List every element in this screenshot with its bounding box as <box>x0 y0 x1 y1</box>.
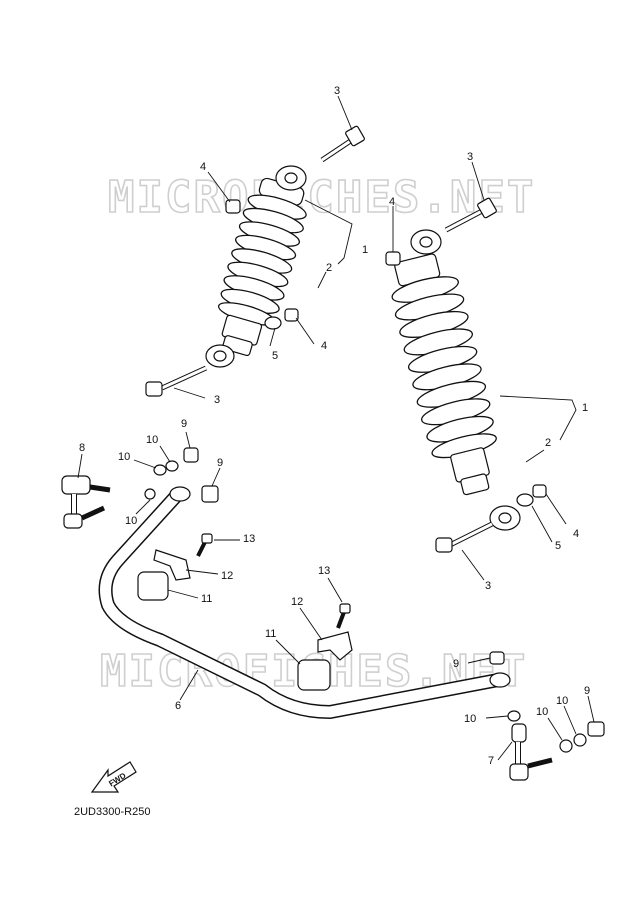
collar-left <box>264 316 282 330</box>
washer-10-left-b <box>165 460 179 472</box>
callout-1-left: 1 <box>362 244 368 256</box>
washer-10-left-a <box>153 464 167 476</box>
nut-right-lower <box>532 484 547 498</box>
callout-4-mid-left: 4 <box>321 340 327 352</box>
callout-5-right: 5 <box>555 540 561 552</box>
callout-9-right: 9 <box>453 658 459 670</box>
callout-2-right: 2 <box>545 437 551 449</box>
callout-8: 8 <box>79 442 85 454</box>
callout-12-left: 12 <box>221 570 233 582</box>
callout-7: 7 <box>488 755 494 767</box>
washer-10-right-c <box>573 733 587 747</box>
callout-4-top-left: 4 <box>200 161 206 173</box>
callout-11-right: 11 <box>265 628 276 640</box>
watermark-top: MICROFICHES.NET <box>108 172 535 223</box>
leader-lines <box>77 95 595 761</box>
bushing-right <box>297 659 331 691</box>
drawing-code: 2UD3300-R250 <box>74 806 150 818</box>
callout-4-top-right: 4 <box>389 196 395 208</box>
washer-10-left-c <box>144 488 156 500</box>
callout-4-bottom-right: 4 <box>573 528 579 540</box>
bracket-left <box>153 549 191 581</box>
nut-9-left-a <box>183 447 199 463</box>
nut-9-right-a <box>489 651 505 665</box>
bolt-top-right <box>444 197 497 233</box>
bolt-top-left <box>320 125 365 163</box>
callout-3-top-left: 3 <box>334 85 340 97</box>
collar-right <box>516 493 534 507</box>
stabilizer-bar <box>98 486 511 719</box>
callout-10-right-b: 10 <box>536 706 548 718</box>
callout-12-right: 12 <box>291 596 303 608</box>
right-shock-absorber <box>391 253 497 496</box>
forward-arrow-icon: FWD <box>90 761 137 793</box>
callout-2-left: 2 <box>326 262 332 274</box>
callout-13-right: 13 <box>318 565 330 577</box>
bolt-13-right <box>336 603 351 629</box>
callout-9-b: 9 <box>217 457 223 469</box>
nut-9-left-b <box>201 485 219 503</box>
callout-10-a: 10 <box>146 434 158 446</box>
bolt-13-left <box>196 533 213 557</box>
bolt-bottom-left <box>145 365 208 397</box>
callout-3-bottom-left: 3 <box>214 394 220 406</box>
callout-3-top-right: 3 <box>467 151 473 163</box>
nut-9-right-b <box>587 721 605 737</box>
callouts: 3 4 1 2 4 5 3 3 4 1 2 4 5 3 8 10 9 10 9 … <box>79 85 590 767</box>
callout-10-right-c: 10 <box>556 695 568 707</box>
nut-top-right <box>385 251 401 266</box>
callout-10-c: 10 <box>125 515 137 527</box>
callout-9-a: 9 <box>181 418 187 430</box>
nut-top-left <box>225 199 241 214</box>
callout-1-right: 1 <box>582 402 588 414</box>
callout-5-left: 5 <box>272 350 278 362</box>
callout-10-b: 10 <box>118 451 130 463</box>
callout-9-right-b: 9 <box>584 685 590 697</box>
washer-10-right-b <box>559 739 573 753</box>
stabilizer-link-left <box>61 475 111 529</box>
callout-10-right-a: 10 <box>464 713 476 725</box>
callout-11-left: 11 <box>201 593 212 605</box>
callout-13-left: 13 <box>243 533 255 545</box>
bushing-left <box>137 571 169 601</box>
bracket-right <box>317 631 353 661</box>
nut-left-lower <box>284 308 299 322</box>
washer-10-right-a <box>507 710 521 722</box>
callout-6: 6 <box>175 700 181 712</box>
bolt-bottom-right <box>435 521 494 553</box>
callout-3-bottom-right: 3 <box>485 580 491 592</box>
left-shock-absorber <box>217 177 307 357</box>
stabilizer-link-right <box>509 723 553 781</box>
